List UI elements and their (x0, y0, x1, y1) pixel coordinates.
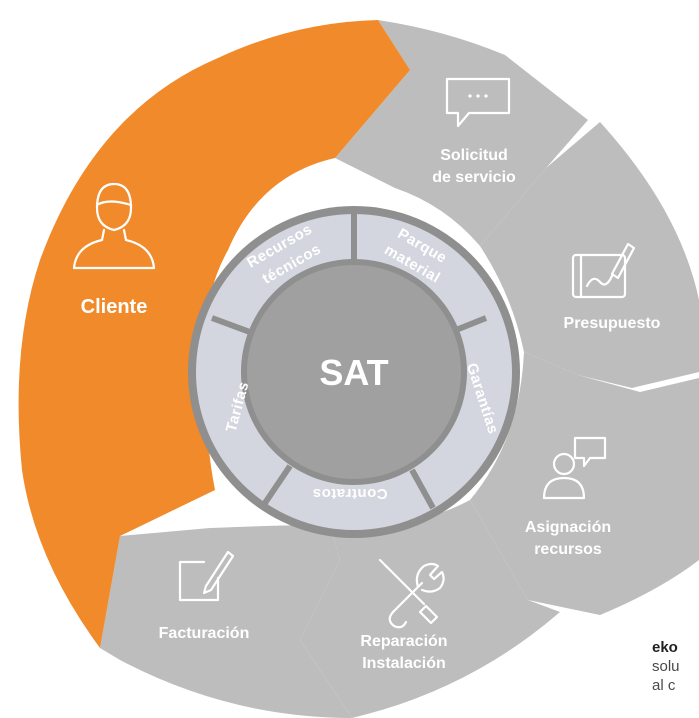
brand-name: eko (652, 639, 678, 656)
ring-divider (262, 464, 293, 505)
asignacion-label-1: Asignación (525, 519, 611, 536)
tools-icon (378, 558, 445, 629)
reparacion-label-1: Reparación (360, 633, 447, 650)
segment-cliente (18, 20, 410, 648)
center-label: SAT (319, 352, 388, 393)
footer-line-2: solu (652, 658, 680, 675)
footer-line-3: al c (652, 677, 676, 694)
inner-label-contratos: Contratos (312, 485, 387, 502)
brand-footer: eko solu al c (652, 638, 699, 695)
ring-divider (210, 315, 257, 337)
solicitud-label-1: Solicitud (440, 147, 508, 164)
user-icon (72, 182, 156, 270)
center-circle (241, 259, 467, 485)
asignacion-label-2: recursos (534, 541, 602, 558)
person-chat-icon (542, 436, 607, 500)
presupuesto-label: Presupuesto (564, 315, 661, 332)
solicitud-label-2: de servicio (432, 169, 516, 186)
tablet-pen-icon (571, 242, 636, 299)
segment-facturacion (100, 525, 352, 718)
chat-bubble-icon (445, 77, 511, 128)
cliente-label: Cliente (81, 296, 148, 318)
document-pen-icon (178, 550, 235, 602)
ring-divider (409, 468, 436, 510)
facturacion-label: Facturación (159, 625, 250, 642)
segment-asignacion (470, 352, 699, 615)
reparacion-label-2: Instalación (362, 655, 446, 672)
segment-solicitud (335, 20, 588, 246)
